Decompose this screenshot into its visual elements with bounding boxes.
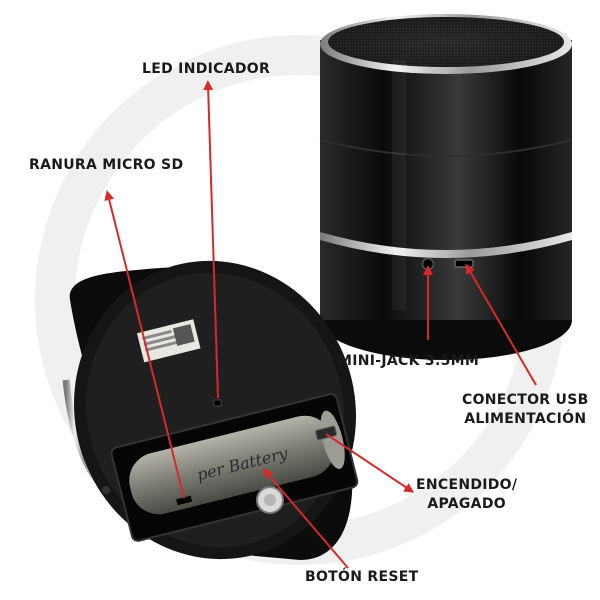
arrow-usb bbox=[465, 263, 537, 386]
arrow-power bbox=[325, 433, 415, 493]
arrow-reset bbox=[262, 468, 349, 569]
label-boton-reset: BOTÓN RESET bbox=[305, 569, 419, 585]
label-conector-usb: CONECTOR USB ALIMENTACIÓN bbox=[462, 391, 589, 429]
label-conector-usb-line2: ALIMENTACIÓN bbox=[464, 410, 587, 427]
annotation-lines bbox=[104, 80, 537, 569]
arrow-sd bbox=[104, 190, 185, 499]
arrow-led bbox=[203, 80, 219, 399]
led-indicator-hole bbox=[213, 399, 222, 407]
label-led-indicador: LED INDICADOR bbox=[142, 61, 271, 77]
device-tilted: per Battery bbox=[62, 260, 359, 560]
label-encendido-line1: ENCENDIDO/ bbox=[416, 477, 518, 493]
label-ranura-micro-sd: RANURA MICRO SD bbox=[29, 157, 184, 173]
label-encendido-apagado: ENCENDIDO/ APAGADO bbox=[416, 476, 517, 514]
usb-port bbox=[454, 259, 474, 268]
device-upright bbox=[319, 14, 573, 360]
label-conector-usb-line1: CONECTOR USB bbox=[462, 392, 589, 408]
label-mini-jack: MINI-JACK 3.5MM bbox=[338, 353, 480, 369]
label-encendido-line2: APAGADO bbox=[427, 495, 506, 512]
minijack-port bbox=[421, 257, 435, 271]
